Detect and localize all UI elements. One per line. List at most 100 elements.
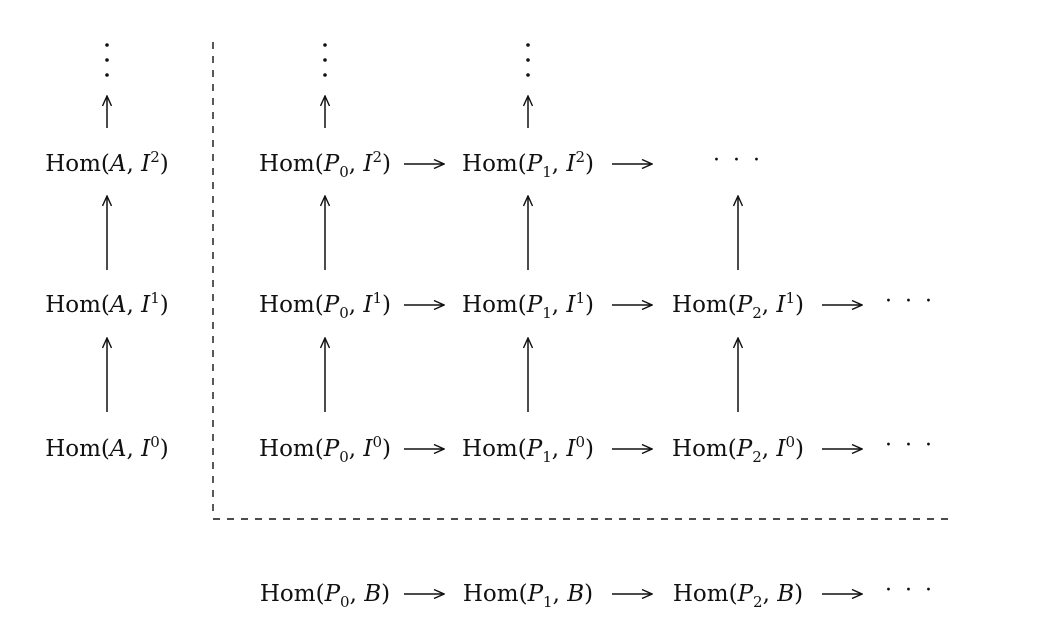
vertical-continuation-1-dot (323, 73, 327, 77)
ellipsis-row-2: · · · (713, 148, 763, 173)
diagram-arrows (107, 96, 862, 594)
vertical-continuation-1-dot (323, 58, 327, 62)
hom-p2-i1-part: , (762, 292, 777, 318)
ellipsis-row-0: · · · (885, 433, 935, 458)
hom-p1-i1-part: , (552, 292, 567, 318)
hom-p1-i0-part: 1 (542, 448, 552, 466)
hom-p1-i1: Hom(P1, I1) (462, 289, 594, 322)
hom-p2-i0-part: 2 (752, 448, 762, 466)
hom-p1-b-part: , (553, 581, 568, 607)
hom-a-i2-part: A (108, 151, 127, 177)
hom-p1-i0-part: Hom( (462, 436, 527, 462)
hom-a-i0-part: 0 (150, 433, 160, 451)
hom-p1-b: Hom(P1, B) (463, 581, 593, 611)
hom-a-i0-part: I (140, 436, 151, 462)
hom-a-i1-part: I (140, 292, 151, 318)
hom-p1-i2-part: 2 (575, 148, 585, 166)
hom-p0-i1-part: Hom( (259, 292, 324, 318)
hom-p2-i0-part: Hom( (672, 436, 737, 462)
hom-p1-i2: Hom(P1, I2) (462, 148, 594, 181)
hom-a-i2-part: , (127, 151, 142, 177)
hom-p0-i0: Hom(P0, I0) (259, 433, 391, 466)
hom-a-i1-part: A (108, 292, 127, 318)
hom-a-i1-part: Hom( (45, 292, 110, 318)
hom-p2-i1-part: P (736, 292, 753, 318)
hom-p0-i1-part: 1 (372, 289, 382, 307)
hom-p2-i0-part: 0 (785, 433, 795, 451)
hom-p0-i2-part: , (349, 151, 364, 177)
vertical-continuation-2-dot (526, 58, 530, 62)
hom-p2-i1-part: ) (795, 292, 804, 318)
hom-p0-b-part: B (363, 581, 381, 607)
hom-p1-b-part: B (566, 581, 584, 607)
hom-p0-b-part: ) (381, 581, 390, 607)
hom-p1-i1-part: 1 (575, 289, 585, 307)
hom-p2-i0: Hom(P2, I0) (672, 433, 804, 466)
hom-p2-b: Hom(P2, B) (673, 581, 803, 611)
vertical-continuation-2-dot (526, 43, 530, 47)
hom-p1-i2-part: 1 (542, 163, 552, 181)
hom-p0-b-part: , (350, 581, 365, 607)
hom-p0-i0-part: Hom( (259, 436, 324, 462)
hom-p0-i2-part: I (362, 151, 373, 177)
hom-p1-i0-part: P (526, 436, 543, 462)
hom-a-i0-part: , (127, 436, 142, 462)
hom-a-i0: Hom(A, I0) (45, 433, 169, 462)
hom-p0-i0-part: P (323, 436, 340, 462)
vertical-continuation-0-dot (105, 43, 109, 47)
hom-p1-i1-part: 1 (542, 304, 552, 322)
hom-p0-i2-part: 0 (339, 163, 349, 181)
hom-p0-i2-part: ) (382, 151, 391, 177)
hom-p0-b-part: 0 (340, 593, 350, 611)
hom-a-i2-part: I (140, 151, 151, 177)
hom-p2-i0-part: I (775, 436, 786, 462)
hom-p1-i1-part: I (565, 292, 576, 318)
hom-p0-i0-part: , (349, 436, 364, 462)
hom-p0-b: Hom(P0, B) (260, 581, 390, 611)
hom-p1-b-part: P (527, 581, 544, 607)
hom-p2-b-part: ) (794, 581, 803, 607)
hom-p1-i0-part: ) (585, 436, 594, 462)
hom-p1-i2-part: P (526, 151, 543, 177)
hom-p0-i0-part: I (362, 436, 373, 462)
hom-p2-i1-part: I (775, 292, 786, 318)
hom-a-i0-part: ) (160, 436, 169, 462)
hom-a-i0-part: A (108, 436, 127, 462)
ellipsis-row-1: · · · (885, 289, 935, 314)
hom-p2-i0-part: ) (795, 436, 804, 462)
hom-a-i2: Hom(A, I2) (45, 148, 169, 177)
ellipsis-bottom-row: · · · (885, 578, 935, 603)
hom-p2-b-part: B (776, 581, 794, 607)
vertical-continuation-2-dot (526, 73, 530, 77)
hom-a-i1: Hom(A, I1) (45, 289, 169, 318)
hom-p1-i0-part: , (552, 436, 567, 462)
hom-a-i2-part: 2 (150, 148, 160, 166)
hom-p1-i1-part: ) (585, 292, 594, 318)
hom-p1-i2-part: Hom( (462, 151, 527, 177)
hom-p2-i1-part: 1 (785, 289, 795, 307)
hom-a-i2-part: Hom( (45, 151, 110, 177)
hom-a-i0-part: Hom( (45, 436, 110, 462)
hom-p2-b-part: , (763, 581, 778, 607)
hom-p1-i2-part: , (552, 151, 567, 177)
hom-p2-i0-part: , (762, 436, 777, 462)
hom-p2-i1-part: Hom( (672, 292, 737, 318)
hom-p0-i2-part: 2 (372, 148, 382, 166)
hom-p1-i0-part: 0 (575, 433, 585, 451)
hom-p2-i0-part: P (736, 436, 753, 462)
hom-p2-b-part: 2 (753, 593, 763, 611)
hom-p1-i1-part: Hom( (462, 292, 527, 318)
hom-p0-i1-part: , (349, 292, 364, 318)
hom-p0-b-part: Hom( (260, 581, 325, 607)
hom-p2-i1: Hom(P2, I1) (672, 289, 804, 322)
hom-p1-i2-part: I (565, 151, 576, 177)
vertical-continuation-0-dot (105, 73, 109, 77)
hom-p2-i1-part: 2 (752, 304, 762, 322)
hom-p0-i1-part: I (362, 292, 373, 318)
hom-p1-i0: Hom(P1, I0) (462, 433, 594, 466)
hom-p1-i2-part: ) (585, 151, 594, 177)
hom-p2-b-part: Hom( (673, 581, 738, 607)
diagram-labels: Hom(A, I2)Hom(A, I1)Hom(A, I0)Hom(P0, I2… (45, 43, 935, 611)
hom-p0-i2-part: Hom( (259, 151, 324, 177)
